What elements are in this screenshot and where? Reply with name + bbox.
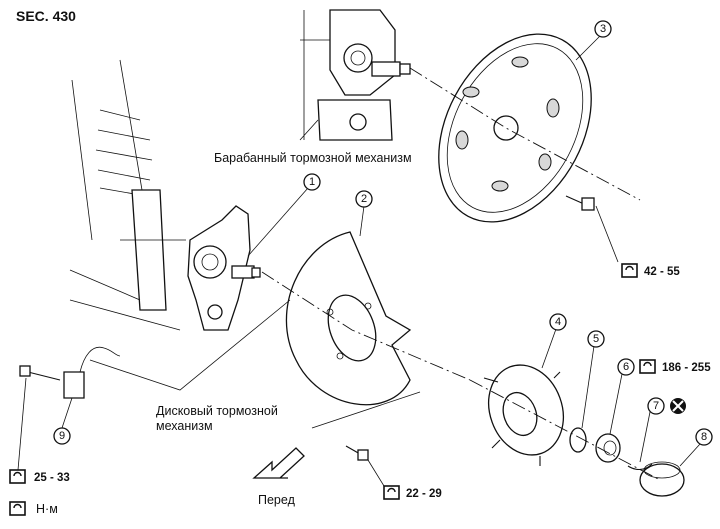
hub-nut-drawing	[595, 433, 621, 463]
torque-wrench-icon	[9, 501, 26, 516]
callout-7: 7	[639, 397, 665, 463]
torque-wrench-icon	[383, 485, 400, 500]
torque-wrench-icon	[9, 469, 26, 484]
callout-5: 5	[581, 330, 605, 429]
callout-9: 9	[53, 427, 71, 445]
torque-disc-plate-bolt: 22 - 29	[383, 485, 442, 500]
callout-2: 2	[355, 190, 373, 237]
torque-drum-bolt: 42 - 55	[621, 263, 680, 278]
torque-wrench-icon	[621, 263, 638, 278]
front-label: Перед	[258, 493, 296, 507]
do-not-reuse-icon	[670, 398, 686, 414]
torque-unit-label: Н·м	[36, 502, 58, 516]
torque-hub-nut: 186 - 255	[639, 359, 711, 374]
svg-text:4: 4	[555, 316, 561, 328]
svg-text:7: 7	[653, 400, 659, 412]
hub-cap-drawing	[639, 461, 685, 497]
callout-4: 4	[541, 313, 567, 369]
hub-drawing	[483, 364, 564, 466]
svg-text:6: 6	[623, 361, 629, 373]
svg-text:42 - 55: 42 - 55	[644, 266, 680, 278]
front-arrow-icon	[252, 447, 305, 479]
svg-text:3: 3	[600, 23, 606, 35]
svg-text:25 - 33: 25 - 33	[34, 472, 70, 484]
callout-8: 8	[679, 428, 713, 467]
svg-text:1: 1	[309, 176, 315, 188]
washer-drawing	[569, 427, 587, 453]
callout-3: 3	[575, 20, 612, 61]
callout-6: 6	[609, 358, 635, 435]
svg-text:2: 2	[361, 193, 367, 205]
disc-backing-plate-drawing	[285, 231, 412, 406]
svg-text:22 - 29: 22 - 29	[406, 488, 442, 500]
abs-sensor-drawing	[19, 346, 121, 399]
strut-drawing	[69, 59, 186, 331]
drum-plate-bolt	[565, 195, 595, 211]
disc-brake-caption-line1: Дисковый тормозной	[156, 404, 278, 418]
torque-sensor-bolt: 25 - 33	[9, 469, 70, 484]
knuckle-drawing	[187, 205, 261, 331]
svg-text:186 - 255: 186 - 255	[662, 362, 711, 374]
disc-brake-caption-line2: механизм	[156, 419, 213, 433]
section-title: SEC. 430	[16, 8, 76, 24]
torque-wrench-icon	[639, 359, 656, 374]
svg-text:5: 5	[593, 333, 599, 345]
svg-text:8: 8	[701, 431, 707, 443]
callout-1: 1	[247, 173, 321, 257]
drum-knuckle-drawing	[299, 9, 411, 141]
drum-backing-plate-drawing	[438, 33, 592, 223]
drum-brake-caption: Барабанный тормозной механизм	[214, 151, 412, 165]
disc-plate-bolt	[345, 445, 369, 461]
cotter-pin-drawing	[627, 463, 653, 471]
torque-legend: Н·м	[9, 501, 58, 516]
svg-text:9: 9	[59, 430, 65, 442]
